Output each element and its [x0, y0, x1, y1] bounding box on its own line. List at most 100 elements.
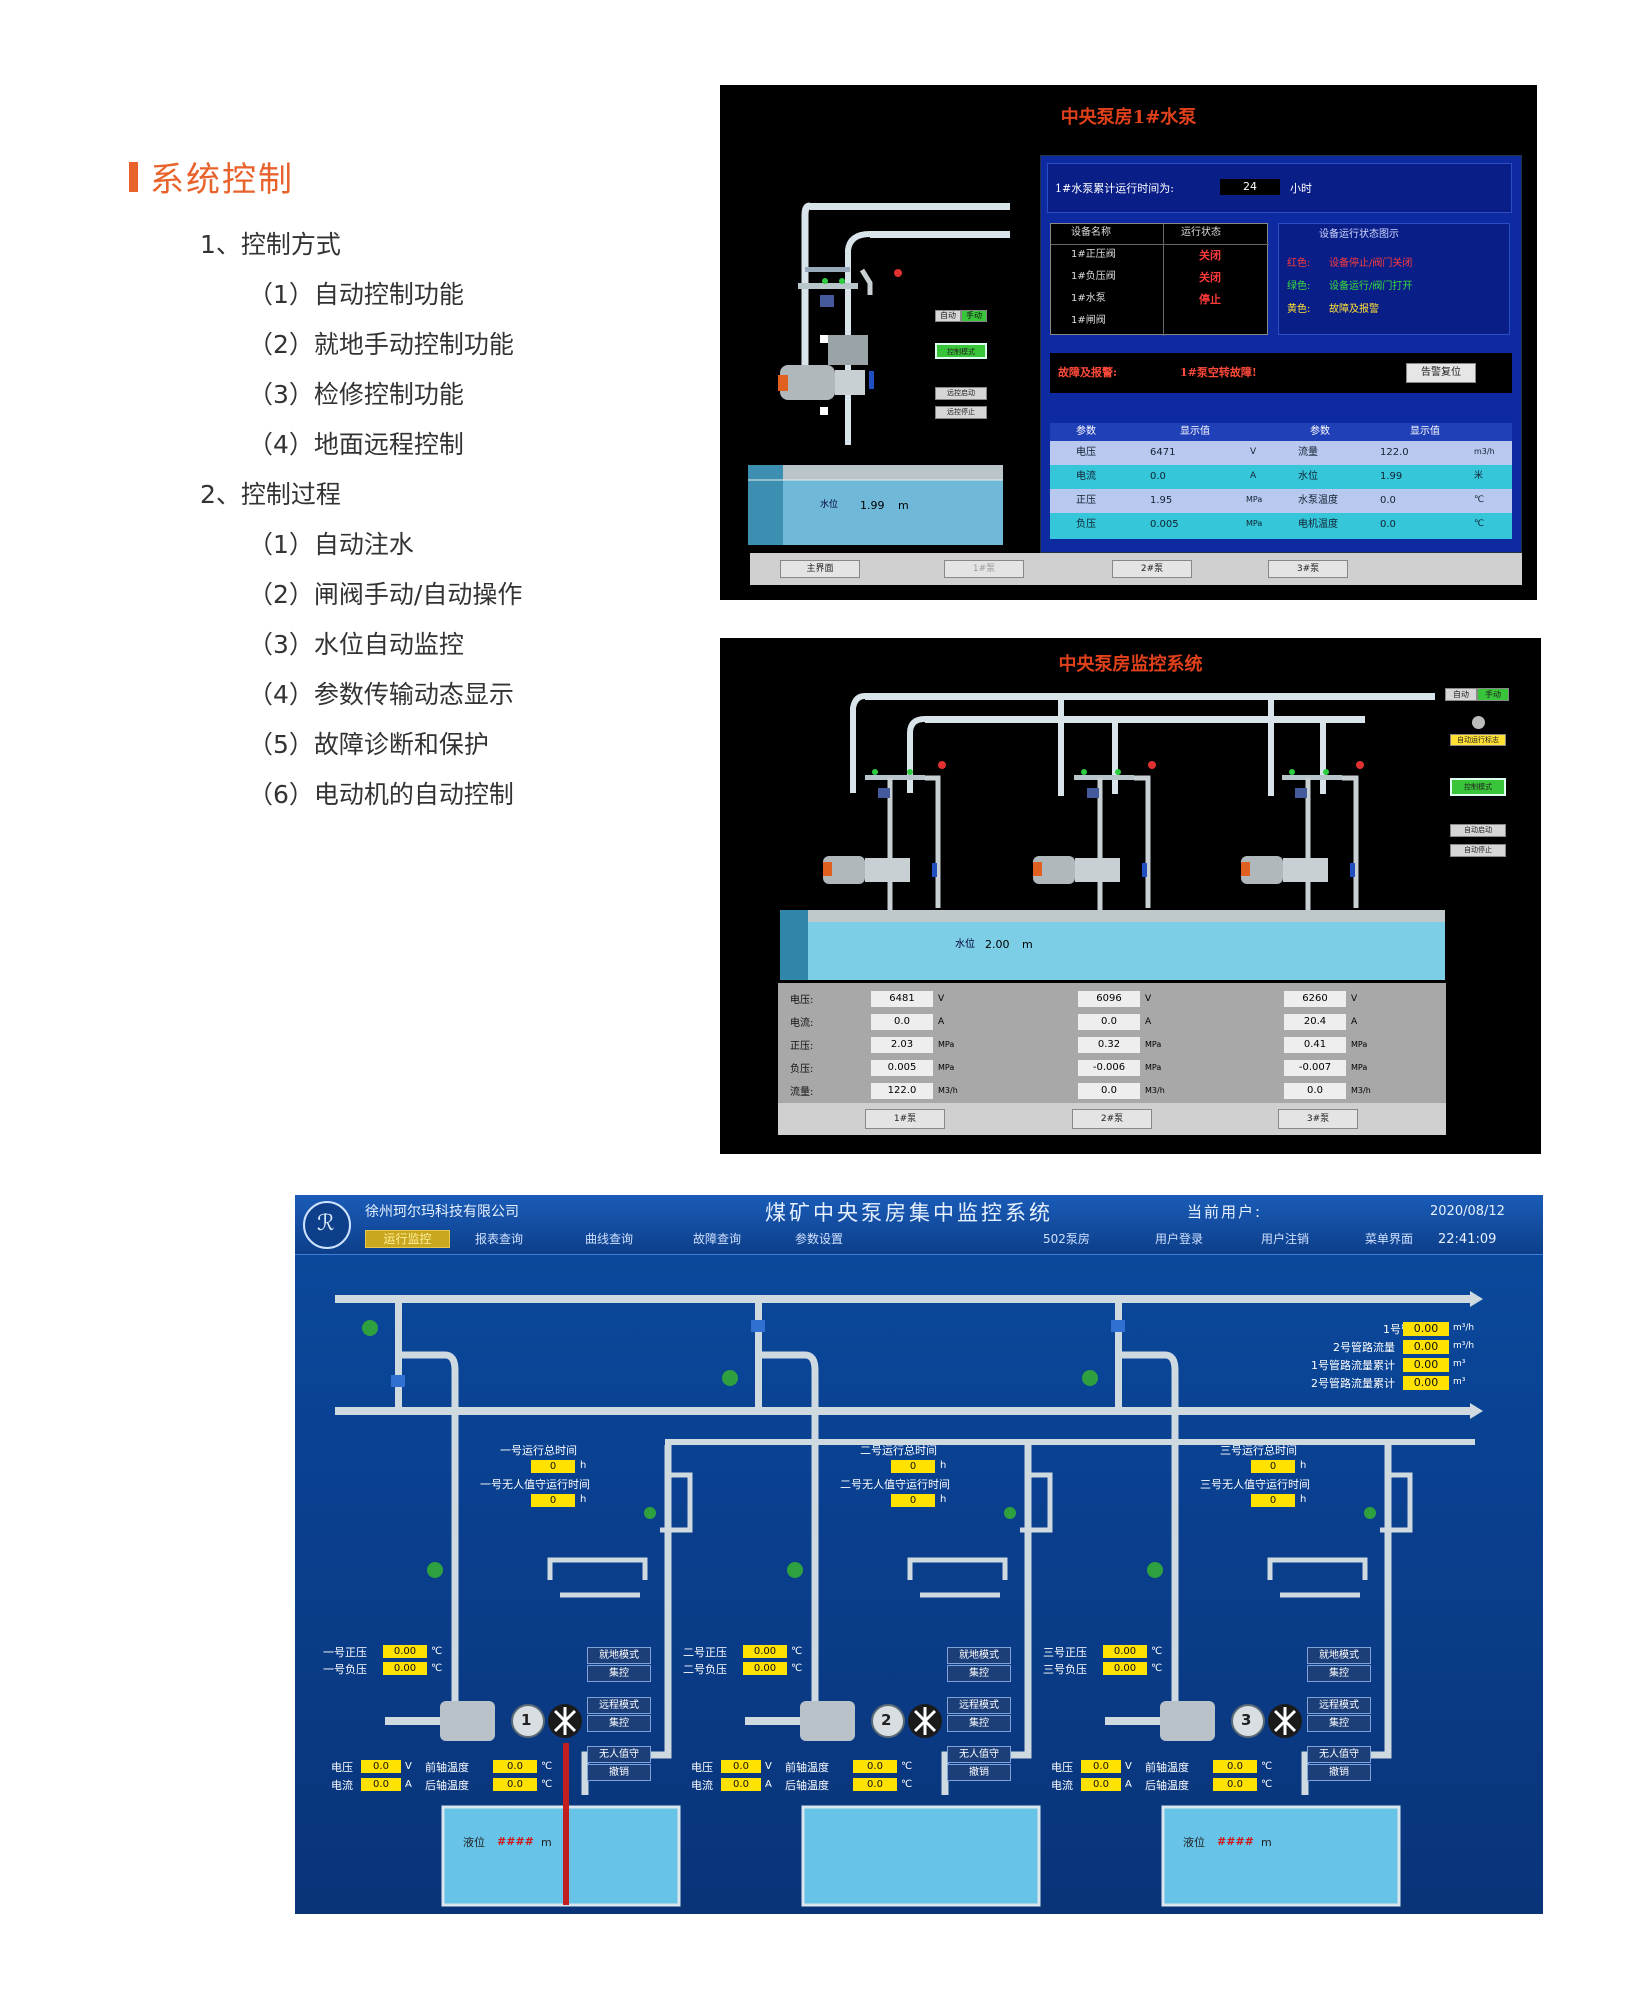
fault-value: 1#泵空转故障! [1180, 366, 1257, 379]
local-mode-button[interactable]: 就地模式 [1307, 1647, 1371, 1664]
grid-unit: V [938, 994, 945, 1004]
run-total-value: 0 [891, 1460, 935, 1473]
remote-mode-button[interactable]: 远程模式 [587, 1697, 651, 1714]
unattended-button[interactable]: 无人值守 [1307, 1746, 1371, 1763]
param-name: 正压 [1076, 495, 1096, 506]
menu-curve-query[interactable]: 曲线查询 [585, 1232, 634, 1246]
pump1-schematic [748, 202, 1010, 545]
voltage-label: 电压 [691, 1761, 713, 1774]
menu-run-monitor[interactable]: 运行监控 [365, 1230, 450, 1248]
unit-c: ℃ [901, 1779, 913, 1790]
unattended-value: 0 [891, 1494, 935, 1507]
mode-manual-button[interactable]: 手动 [1477, 688, 1509, 701]
unit-v: V [765, 1761, 772, 1772]
menu-pump-room[interactable]: 502泵房 [1043, 1232, 1090, 1246]
screen-monitor: 中央泵房监控系统 [720, 638, 1541, 1154]
cancel-button[interactable]: 撤销 [587, 1764, 651, 1781]
outline-item: （4）参数传输动态显示 [248, 680, 514, 709]
company-name: 徐州珂尔玛科技有限公司 [365, 1204, 519, 1220]
screen-pump1: 中央泵房1#水泵 水位 1.99 m 自动 手动 控制模式 远控启动 远控停止 … [720, 85, 1537, 600]
alarm-reset-button[interactable]: 告警复位 [1406, 363, 1476, 383]
nav-main-button[interactable]: 主界面 [780, 560, 860, 578]
heading-bar [129, 161, 138, 192]
remote-mode-button[interactable]: 远程模式 [947, 1697, 1011, 1714]
menu-logout[interactable]: 用户注销 [1261, 1232, 1310, 1246]
unit-v: V [1125, 1761, 1132, 1772]
local-mode-button[interactable]: 就地模式 [587, 1647, 651, 1664]
auto-start-button[interactable]: 自动启动 [1450, 824, 1506, 837]
control-mode-button[interactable]: 控制模式 [1450, 778, 1506, 796]
grid-row-label: 电压: [790, 995, 814, 1006]
screen-central-monitor: ℛ 徐州珂尔玛科技有限公司 煤矿中央泵房集中监控系统 当前用户: 2020/08… [295, 1195, 1543, 1914]
control-mode-button[interactable]: 控制模式 [935, 343, 987, 359]
central-control-button[interactable]: 集控 [587, 1715, 651, 1732]
level-unit: m [541, 1836, 552, 1849]
grid-value: 20.4 [1284, 1014, 1346, 1030]
param-value: 0.005 [1150, 519, 1179, 530]
nav-pump2-button[interactable]: 2#泵 [1112, 560, 1192, 578]
negative-pressure-value: 0.00 [1103, 1662, 1147, 1675]
central-control-button[interactable]: 集控 [947, 1665, 1011, 1682]
screen1-level-unit: m [898, 499, 909, 512]
grid-value: 0.0 [1284, 1083, 1346, 1099]
mode-auto-button[interactable]: 自动 [1445, 688, 1477, 701]
legend-desc: 设备停止/阀门关闭 [1329, 258, 1413, 269]
runtime-label: 1#水泵累计运行时间为: [1055, 182, 1174, 195]
menu-login[interactable]: 用户登录 [1155, 1232, 1204, 1246]
level-value: #### [497, 1835, 534, 1848]
unattended-button[interactable]: 无人值守 [947, 1746, 1011, 1763]
menu-fault-query[interactable]: 故障查询 [693, 1232, 742, 1246]
central-control-button[interactable]: 集控 [1307, 1715, 1371, 1732]
menu-param-settings[interactable]: 参数设置 [795, 1232, 844, 1246]
unit-c: ℃ [541, 1761, 553, 1772]
param-name: 电流 [1076, 471, 1096, 482]
remote-mode-button[interactable]: 远程模式 [1307, 1697, 1371, 1714]
pump2-button[interactable]: 2#泵 [1072, 1109, 1152, 1129]
local-mode-button[interactable]: 就地模式 [947, 1647, 1011, 1664]
front-temp-label: 前轴温度 [785, 1761, 829, 1774]
rear-temp-value: 0.0 [1213, 1778, 1257, 1791]
menu-main[interactable]: 菜单界面 [1365, 1232, 1414, 1246]
flow-unit: m³/h [1453, 1341, 1475, 1351]
mode-auto-button[interactable]: 自动 [935, 310, 961, 322]
remote-start-button[interactable]: 远控启动 [935, 387, 987, 400]
cancel-button[interactable]: 撤销 [947, 1764, 1011, 1781]
nav-pump1-button[interactable]: 1#泵 [944, 560, 1024, 578]
grid-unit: MPa [1145, 1063, 1162, 1072]
top-bar [295, 1195, 1543, 1255]
flow-value: 0.00 [1403, 1322, 1449, 1336]
remote-stop-button[interactable]: 远控停止 [935, 406, 987, 419]
unattended-button[interactable]: 无人值守 [587, 1746, 651, 1763]
cancel-button[interactable]: 撤销 [1307, 1764, 1371, 1781]
mode-manual-button[interactable]: 手动 [961, 310, 987, 322]
unit-h: h [580, 1494, 587, 1505]
pump3-button[interactable]: 3#泵 [1278, 1109, 1358, 1129]
status-legend: 设备运行状态图示 红色: 设备停止/阀门关闭 绿色: 设备运行/阀门打开 黄色:… [1278, 223, 1510, 335]
pump-number: 2 [881, 1711, 892, 1729]
unit-c: ℃ [791, 1663, 803, 1674]
grid-value: 0.0 [1078, 1083, 1140, 1099]
front-temp-value: 0.0 [853, 1760, 897, 1773]
current-date: 2020/08/12 [1430, 1204, 1505, 1219]
outline-item: （1）自动控制功能 [248, 280, 464, 309]
central-control-button[interactable]: 集控 [1307, 1665, 1371, 1682]
grid-row-label: 正压: [790, 1041, 814, 1052]
negative-pressure-value: 0.00 [743, 1662, 787, 1675]
menu-report-query[interactable]: 报表查询 [475, 1232, 524, 1246]
central-control-button[interactable]: 集控 [947, 1715, 1011, 1732]
outline-item: （3）水位自动监控 [248, 630, 464, 659]
run-total-value: 0 [531, 1460, 575, 1473]
flow-unit: m³ [1453, 1377, 1466, 1387]
grid-unit: MPa [1351, 1040, 1368, 1049]
unit-c: ℃ [1151, 1663, 1163, 1674]
unit-c: ℃ [1261, 1779, 1273, 1790]
auto-stop-button[interactable]: 自动停止 [1450, 844, 1506, 857]
rear-temp-label: 后轴温度 [425, 1779, 469, 1792]
flow-value: 0.00 [1403, 1376, 1449, 1390]
param-header: 显示值 [1180, 426, 1210, 437]
param-unit: MPa [1246, 519, 1263, 528]
nav-pump3-button[interactable]: 3#泵 [1268, 560, 1348, 578]
run-total-label: 二号运行总时间 [860, 1444, 937, 1457]
central-control-button[interactable]: 集控 [587, 1665, 651, 1682]
pump1-button[interactable]: 1#泵 [865, 1109, 945, 1129]
